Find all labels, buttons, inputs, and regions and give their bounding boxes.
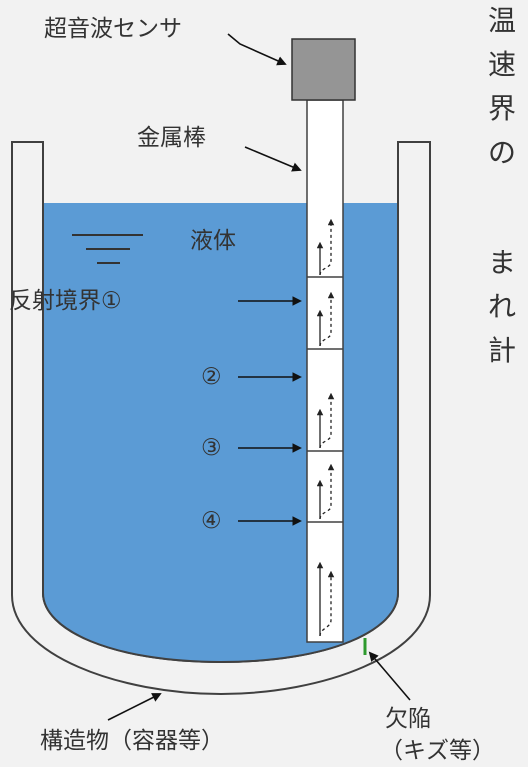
reflection-label-1: 反射境界①	[9, 288, 122, 314]
side-text-3: 界	[488, 92, 516, 125]
side-text-5: ま	[488, 246, 516, 279]
reflection-boundaries	[307, 276, 343, 523]
liquid-surface-symbol	[72, 234, 143, 264]
rod-label: 金属棒	[137, 125, 206, 151]
side-text-6: れ	[488, 290, 516, 323]
liquid-body	[43, 203, 398, 662]
echo-path-3	[316, 392, 335, 449]
defect-label-line1: 欠陥	[385, 706, 431, 732]
echo-paths	[316, 218, 335, 637]
side-text-2: 速	[488, 48, 516, 81]
echo-path-bottom	[316, 561, 335, 637]
metal-rod	[306, 99, 344, 643]
reflection-label-2: ②	[201, 364, 222, 390]
defect-label-line2: （キズ等）	[380, 738, 495, 764]
reflection-label-3: ③	[201, 435, 222, 461]
sensor-label: 超音波センサ	[44, 16, 182, 42]
side-text-1: 温	[488, 4, 516, 37]
sensor-box	[291, 38, 356, 101]
side-text-7: 計	[488, 334, 516, 367]
echo-path-2	[316, 291, 335, 347]
container-inner-edge	[42, 142, 399, 664]
liquid-label: 液体	[190, 228, 236, 254]
side-text: 温 速 界 の ま れ 計	[488, 4, 516, 367]
side-text-4: の	[488, 136, 516, 169]
pointer-arrows	[107, 33, 411, 721]
echo-path-4	[316, 463, 335, 520]
echo-path-1	[316, 218, 335, 276]
reflection-label-4: ④	[201, 508, 222, 534]
structure-label: 構造物（容器等）	[40, 728, 224, 754]
